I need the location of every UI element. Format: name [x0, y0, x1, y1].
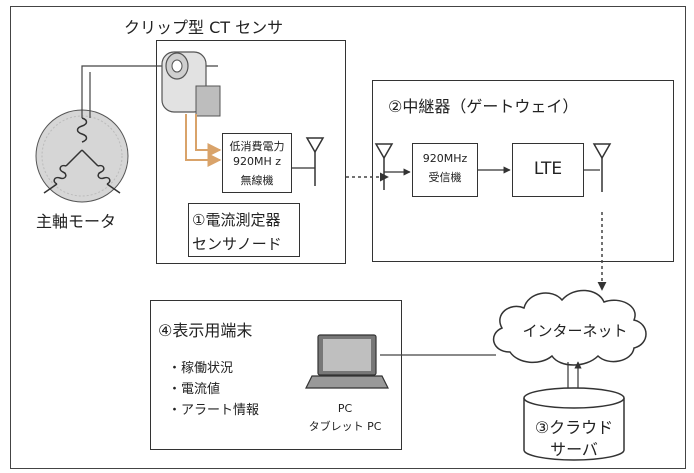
radio-line-1: 低消費電力: [229, 140, 285, 153]
lte-box: [512, 143, 584, 197]
terminal-title: ④表示用端末: [158, 321, 253, 340]
receiver-line-1: 920MHz: [422, 152, 468, 165]
radio-line-3: 無線機: [240, 174, 274, 187]
receiver-box: [412, 143, 478, 197]
lte-label: LTE: [533, 159, 563, 179]
cloud-server-icon: [523, 387, 625, 461]
ct-sensor-label: クリップ型 CT センサ: [124, 18, 284, 37]
gateway-antenna-right-icon: [592, 143, 612, 192]
sensor-node-label-box: [188, 203, 300, 257]
tablet-pc-label: タブレット PC: [308, 420, 382, 433]
pc-label: PC: [337, 402, 353, 415]
sensor-node-title: ①電流測定器: [192, 211, 281, 229]
motor-icon: [35, 109, 129, 203]
gateway-title: ②中継器（ゲートウェイ）: [388, 97, 579, 116]
motor-label: 主軸モータ: [36, 212, 117, 231]
internet-cloud-icon: [492, 289, 647, 366]
terminal-item-2: ・電流値: [168, 382, 221, 397]
ct-sensor-icon: [161, 51, 221, 117]
receiver-line-2: 受信機: [428, 171, 462, 184]
sensor-node-subtitle: センサノード: [192, 235, 282, 253]
cloud-server-line-1: ③クラウド: [534, 418, 614, 437]
cloud-server-line-2: サーバ: [550, 440, 598, 459]
terminal-item-1: ・稼働状況: [168, 361, 234, 376]
internet-label: インターネット: [522, 322, 628, 340]
terminal-item-3: ・アラート情報: [168, 403, 260, 418]
gateway-antenna-left-icon: [374, 143, 411, 190]
sensor-antenna-icon: [292, 137, 325, 186]
radio-line-2: 920MH z: [232, 155, 282, 168]
radio-box: [222, 133, 292, 193]
laptop-icon: [305, 334, 389, 389]
